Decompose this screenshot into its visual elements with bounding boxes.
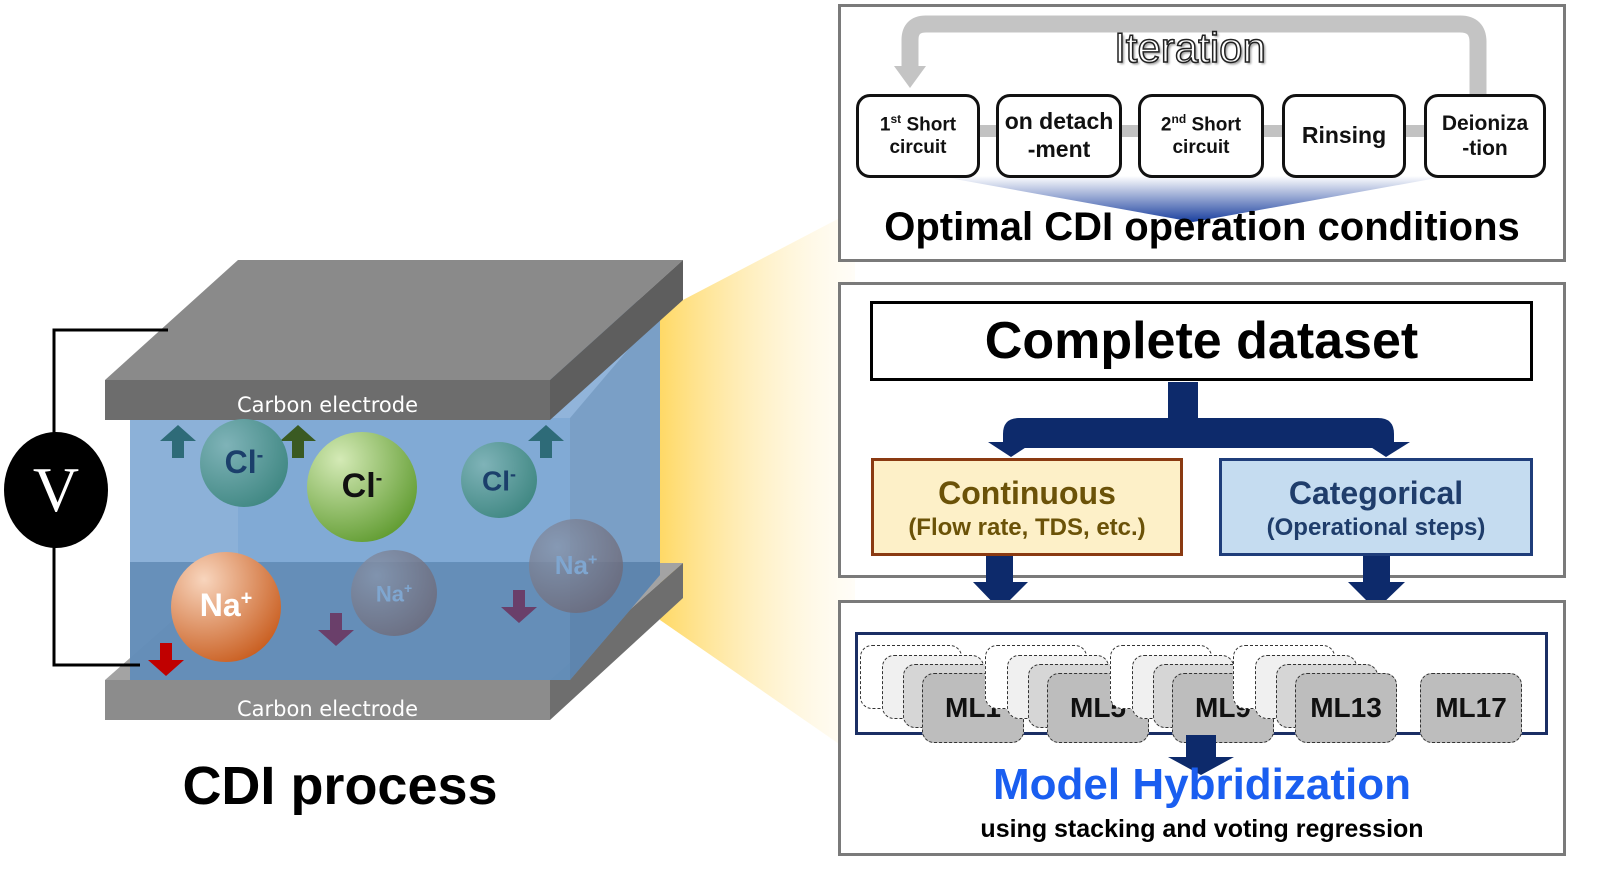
ion-sodium [351, 550, 437, 636]
arrow-down-icon [148, 643, 184, 676]
continuous-box: Continuous (Flow rate, TDS, etc.) [871, 458, 1183, 556]
bottom-electrode-front [105, 680, 550, 720]
categorical-subtitle: (Operational steps) [1266, 514, 1486, 541]
hybrid-arrow [1168, 735, 1234, 775]
step-deionization: Deioniza -tion [1424, 94, 1546, 178]
iteration-label: Iteration [1113, 23, 1266, 72]
arrow-down-icon [1168, 757, 1234, 775]
continuous-subtitle: (Flow rate, TDS, etc.) [908, 514, 1146, 541]
model-hybridization-subtitle: using stacking and voting regression [980, 815, 1424, 843]
arrow-down-icon [318, 613, 354, 646]
ion-sodium [529, 519, 623, 613]
ml-model-card: ML17 [1420, 673, 1522, 743]
complete-dataset-box: Complete dataset [870, 301, 1533, 381]
ion-label: Cl- [482, 464, 516, 497]
arrow-up-icon [280, 425, 316, 458]
top-electrode-top-face [105, 260, 683, 380]
model-hybridization-title: Model Hybridization [993, 760, 1411, 809]
arrow-down-icon [988, 442, 1034, 457]
split-arrows [973, 382, 1410, 610]
bottom-electrode-side [550, 563, 683, 720]
step-first-short-circuit: 1st Short circuit [856, 94, 980, 178]
ml-model-card: ML13 [1295, 673, 1397, 743]
top-electrode-side [550, 260, 683, 420]
split-arrow-stem [1003, 382, 1394, 448]
arrow-down-icon [973, 582, 1028, 610]
bottom-electrode-label: Carbon electrode [236, 697, 419, 721]
arrow-up-icon [528, 425, 564, 458]
arrow-down-icon [1348, 582, 1405, 610]
ion-chloride [461, 442, 537, 518]
iteration-loop-arrow [901, 15, 1487, 96]
ion-label: Na+ [199, 587, 253, 623]
arrow-up-icon [160, 425, 196, 458]
cdi-cell-illustration [4, 210, 855, 755]
top-electrode-label: Carbon electrode [236, 393, 419, 417]
zoom-beam [660, 210, 855, 755]
voltmeter-label: V [32, 454, 80, 525]
categorical-title: Categorical [1288, 475, 1464, 511]
voltmeter-icon [4, 432, 108, 548]
arrow-stem [1186, 735, 1216, 759]
ion-label: Cl- [341, 467, 383, 505]
ion-sodium [171, 552, 281, 662]
arrow-down-icon [894, 66, 926, 88]
top-electrode-front [105, 380, 550, 420]
arrow-down-icon [501, 590, 537, 623]
categorical-box: Categorical (Operational steps) [1219, 458, 1533, 556]
step-second-short-circuit: 2nd Short circuit [1138, 94, 1264, 178]
ion-label: Na+ [375, 580, 413, 607]
step-ion-detachment: on detach -ment [996, 94, 1122, 178]
step-rinsing: Rinsing [1282, 94, 1406, 178]
optimal-conditions-label: Optimal CDI operation conditions [884, 205, 1520, 249]
ion-label: Na+ [554, 550, 598, 580]
cdi-process-caption: CDI process [182, 756, 498, 816]
continuous-title: Continuous [938, 475, 1116, 511]
ion-label: Cl- [224, 444, 264, 480]
ion-chloride [200, 419, 288, 507]
complete-dataset-label: Complete dataset [984, 312, 1419, 370]
arrow-down-icon [1363, 442, 1410, 457]
funnel-arrow [938, 176, 1448, 222]
ml-model-card: ML9 [1172, 673, 1274, 743]
ion-chloride [307, 432, 417, 542]
